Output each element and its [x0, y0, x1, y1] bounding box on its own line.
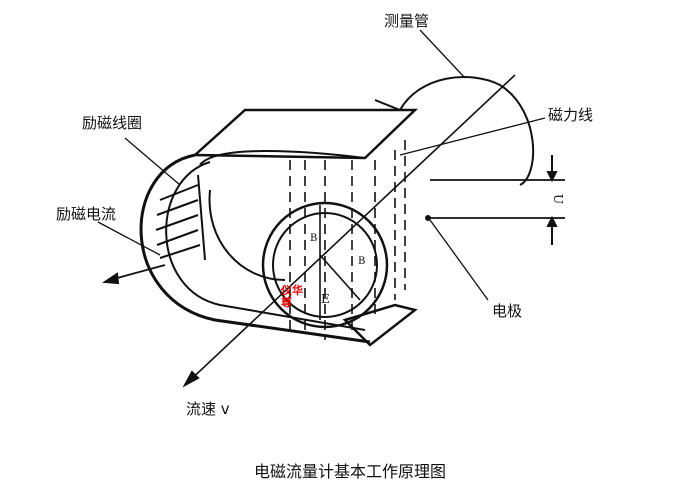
label-excitation-coil: 励磁线圈 — [82, 114, 143, 132]
bottom-pole-plate — [342, 303, 418, 347]
label-measuring-tube: 测量管 — [384, 12, 430, 30]
label-excitation-current: 励磁电流 — [56, 205, 117, 223]
label-voltage: U — [551, 193, 566, 205]
measuring-tube — [399, 76, 535, 186]
label-emf: E — [321, 292, 330, 306]
caption: 电磁流量计基本工作原理图 — [253, 462, 446, 481]
label-electrode: 电极 — [492, 302, 523, 320]
watermark: 仪华尊 — [281, 284, 303, 309]
label-flow-velocity: 流速 v — [186, 400, 230, 418]
top-pole-plate — [191, 108, 419, 160]
magnetic-field-lines — [289, 140, 406, 340]
label-b-right: B — [358, 256, 366, 267]
excitation-coil — [139, 153, 371, 344]
label-b-left: B — [310, 233, 318, 244]
label-magnetic-field-lines: 磁力线 — [548, 106, 594, 124]
